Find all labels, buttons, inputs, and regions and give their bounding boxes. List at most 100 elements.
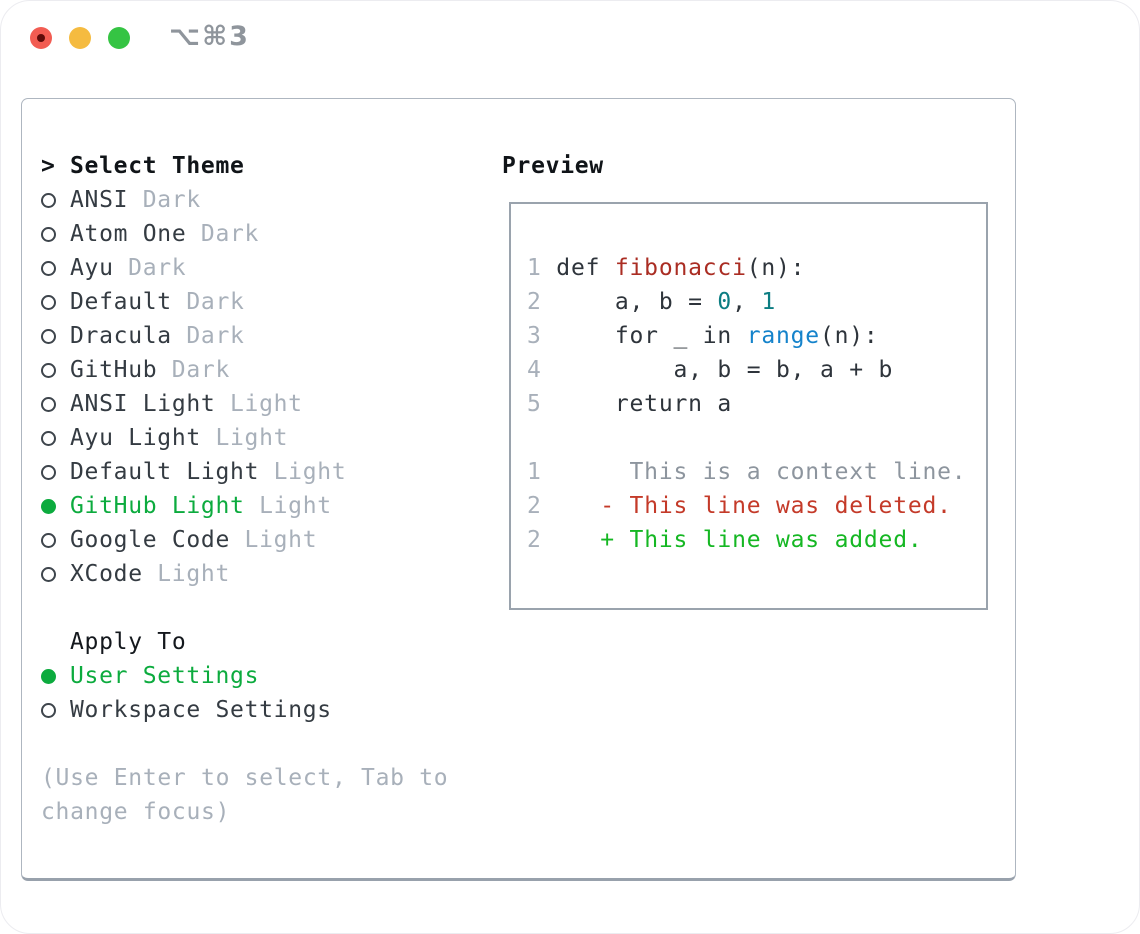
line-number: 1 (527, 459, 542, 485)
theme-variant-tag: Light (244, 527, 318, 553)
radio-icon (41, 396, 56, 412)
titlebar: ⌥⌘3 (1, 1, 1139, 76)
code-text: a, b = b, a + b (556, 357, 894, 383)
radio-icon (41, 532, 56, 548)
code-text: a, b = (556, 289, 718, 315)
help-text-line-2: change focus) (41, 799, 231, 825)
theme-option-atom-one-dark[interactable]: Atom One Dark (41, 217, 481, 251)
diff-context-line: 1 This is a context line. (527, 455, 986, 489)
radio-icon (41, 192, 56, 208)
theme-name: Default Light (70, 459, 260, 485)
diff-pad (542, 493, 601, 519)
radio-selected-icon (41, 498, 56, 514)
theme-option-dracula-dark[interactable]: Dracula Dark (41, 319, 481, 353)
line-number: 4 (527, 357, 557, 383)
theme-option-default-light[interactable]: Default Light Light (41, 455, 481, 489)
select-theme-title: Select Theme (70, 153, 245, 179)
help-text-line-1: (Use Enter to select, Tab to (41, 765, 449, 791)
theme-name: Default (70, 289, 172, 315)
diff-pad (542, 527, 601, 553)
theme-variant-tag: Dark (128, 255, 187, 281)
theme-name: ANSI Light (70, 391, 216, 417)
code-line-1: 1 def fibonacci(n): (527, 251, 986, 285)
radio-icon (41, 260, 56, 276)
theme-name: Ayu Light (70, 425, 201, 451)
diff-deleted-text: - This line was deleted. (600, 493, 952, 519)
line-number: 2 (527, 493, 542, 519)
radio-icon (41, 362, 56, 378)
theme-option-ansi-dark[interactable]: ANSI Dark (41, 183, 481, 217)
radio-selected-icon (41, 668, 56, 684)
theme-name: Ayu (70, 255, 114, 281)
select-theme-header: > Select Theme (41, 149, 481, 183)
apply-option-label: User Settings (70, 663, 260, 689)
theme-option-default-dark[interactable]: Default Dark (41, 285, 481, 319)
code-text: (n): (746, 255, 806, 281)
theme-option-xcode-light[interactable]: XCode Light (41, 557, 481, 591)
theme-list-column: > Select Theme ANSI Dark Atom One Dark A… (41, 149, 481, 829)
spacer (41, 727, 481, 761)
preview-title: Preview (502, 153, 604, 179)
radio-icon (41, 702, 56, 718)
line-number: 5 (527, 391, 557, 417)
zoom-button[interactable] (108, 27, 130, 49)
radio-icon (41, 294, 56, 310)
theme-name: Dracula (70, 323, 172, 349)
theme-option-github-light[interactable]: GitHub Light Light (41, 489, 481, 523)
theme-name: GitHub (70, 357, 158, 383)
code-text: (n): (819, 323, 879, 349)
radio-icon (41, 464, 56, 480)
code-line-5: 5 return a (527, 387, 986, 421)
theme-picker-panel: > Select Theme ANSI Dark Atom One Dark A… (21, 98, 1016, 881)
code-number: 1 (761, 289, 777, 315)
code-line-2: 2 a, b = 0, 1 (527, 285, 986, 319)
code-number: 0 (717, 289, 733, 315)
window-shortcut-label: ⌥⌘3 (169, 21, 250, 52)
theme-variant-tag: Dark (186, 323, 245, 349)
code-builtin: range (746, 323, 820, 349)
spacer (41, 591, 481, 625)
line-number: 1 (527, 255, 557, 281)
theme-option-ayu-light[interactable]: Ayu Light Light (41, 421, 481, 455)
theme-variant-tag: Light (259, 493, 332, 519)
code-line-4: 4 a, b = b, a + b (527, 353, 986, 387)
code-text: return a (556, 391, 733, 417)
minimize-button[interactable] (69, 27, 91, 49)
theme-name: Atom One (70, 221, 187, 247)
theme-variant-tag: Light (273, 459, 347, 485)
theme-variant-tag: Dark (186, 289, 245, 315)
theme-name: GitHub Light (70, 493, 245, 519)
theme-option-ansi-light[interactable]: ANSI Light Light (41, 387, 481, 421)
diff-deleted-line: 2 - This line was deleted. (527, 489, 986, 523)
radio-icon (41, 430, 56, 446)
radio-icon (41, 226, 56, 242)
apply-option-label: Workspace Settings (70, 697, 332, 723)
theme-variant-tag: Dark (171, 357, 230, 383)
code-text: for _ in (556, 323, 747, 349)
close-button[interactable] (30, 27, 52, 49)
apply-option-user-settings[interactable]: User Settings (41, 659, 481, 693)
focus-cursor-icon: > (41, 153, 56, 179)
line-number: 2 (527, 289, 557, 315)
blank-line (527, 421, 986, 455)
theme-name: XCode (70, 561, 143, 587)
theme-option-github-dark[interactable]: GitHub Dark (41, 353, 481, 387)
apply-to-title: Apply To (70, 629, 187, 655)
line-number: 3 (527, 323, 557, 349)
theme-option-ayu-dark[interactable]: Ayu Dark (41, 251, 481, 285)
theme-variant-tag: Light (215, 425, 289, 451)
radio-icon (41, 328, 56, 344)
code-function: fibonacci (614, 255, 747, 281)
theme-name: Google Code (70, 527, 231, 553)
preview-pane: 1 def fibonacci(n): 2 a, b = 0, 1 3 for … (509, 202, 988, 610)
theme-variant-tag: Light (157, 561, 230, 587)
code-keyword: def (556, 255, 615, 281)
code-text: , (732, 289, 762, 315)
theme-name: ANSI (70, 187, 129, 213)
theme-option-google-code-light[interactable]: Google Code Light (41, 523, 481, 557)
diff-added-line: 2 + This line was added. (527, 523, 986, 557)
theme-variant-tag: Light (229, 391, 303, 417)
apply-to-header: Apply To (41, 625, 481, 659)
apply-option-workspace-settings[interactable]: Workspace Settings (41, 693, 481, 727)
